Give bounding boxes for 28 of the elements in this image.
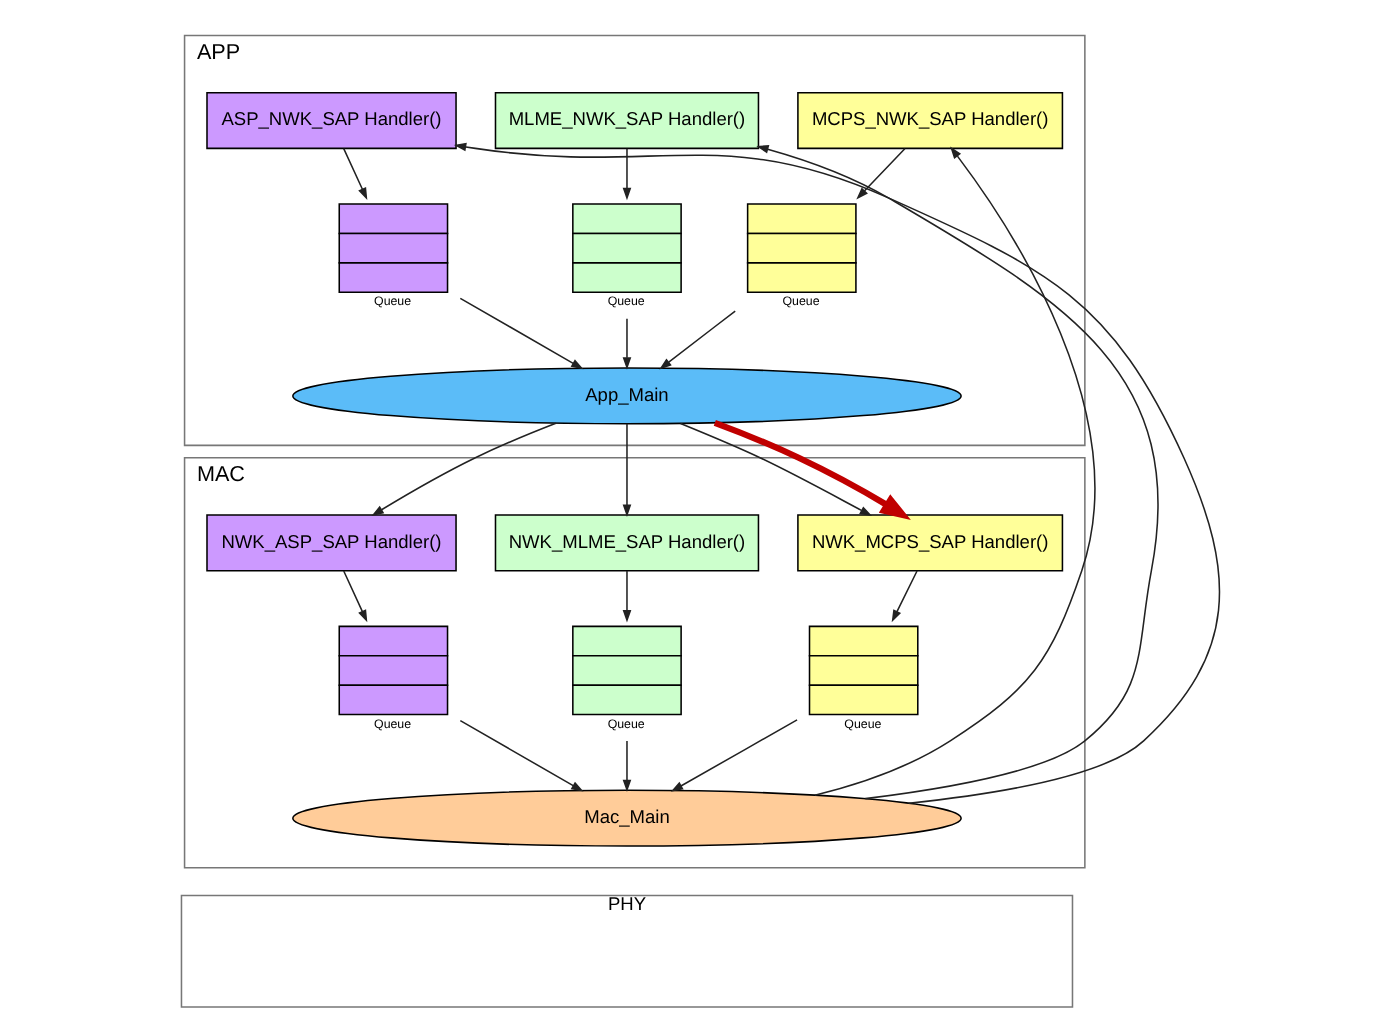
node-box: ASP_NWK_SAP Handler() (205, 91, 456, 150)
arrow (458, 719, 583, 792)
arrow (621, 570, 631, 623)
node-box: NWK_MCPS_SAP Handler() (796, 514, 1063, 572)
arrow (658, 310, 735, 370)
node-ellipse: App_Main (291, 367, 961, 425)
arrow (621, 147, 631, 201)
arrow (458, 297, 583, 370)
node-ellipse: Mac_Main (291, 789, 961, 847)
node-box: MLME_NWK_SAP Handler() (493, 91, 759, 150)
arrow (621, 423, 631, 517)
arrow (341, 147, 367, 200)
arrow (890, 570, 917, 623)
arrow (669, 719, 797, 792)
arrow (678, 422, 872, 517)
node-box: PHY (179, 894, 1073, 1008)
arrow (755, 145, 1158, 800)
arrow (621, 318, 631, 370)
arrow (621, 740, 631, 793)
arrow (813, 146, 1095, 796)
node-box: MCPS_NWK_SAP Handler() (796, 91, 1063, 150)
node-box: NWK_MLME_SAP Handler() (493, 514, 759, 572)
arrow (712, 419, 910, 520)
arrow (855, 147, 905, 200)
node-box: NWK_ASP_SAP Handler() (205, 514, 456, 572)
arrow (452, 142, 1220, 804)
arrow (341, 570, 367, 623)
arrow (370, 422, 556, 516)
